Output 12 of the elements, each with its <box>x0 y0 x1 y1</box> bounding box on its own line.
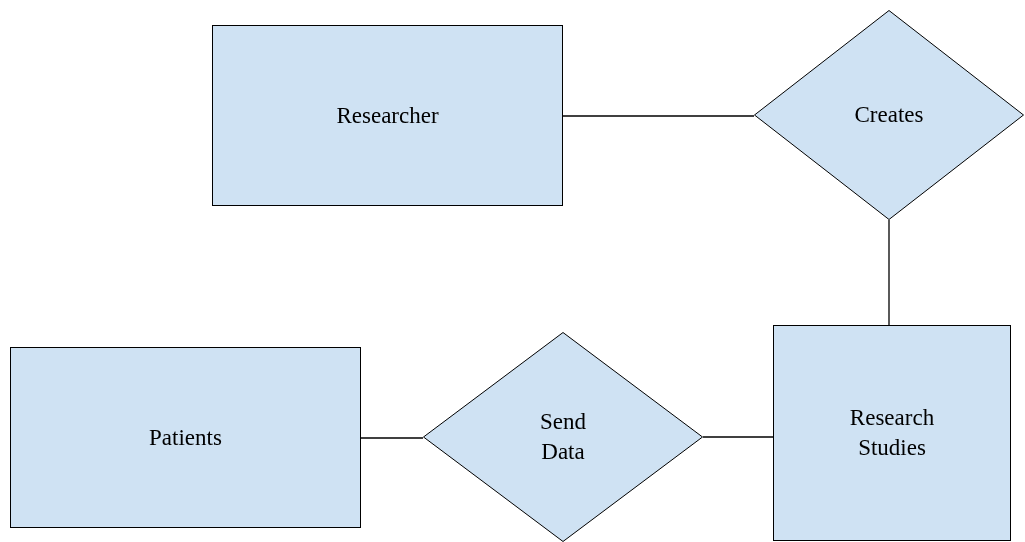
entity-name: Researcher <box>336 101 439 130</box>
connector-line <box>888 219 890 326</box>
entity-name: Research Studies <box>848 404 936 462</box>
entity-box <box>212 25 563 206</box>
connector-line <box>360 437 424 439</box>
entity-box <box>773 325 1011 541</box>
connector-line <box>562 115 755 117</box>
connector-line <box>702 436 774 438</box>
entity-name: Patients <box>149 423 222 452</box>
entity-box <box>10 347 361 528</box>
relationship-name: Creates <box>854 101 924 130</box>
relationship-name: Send Data <box>539 408 587 466</box>
